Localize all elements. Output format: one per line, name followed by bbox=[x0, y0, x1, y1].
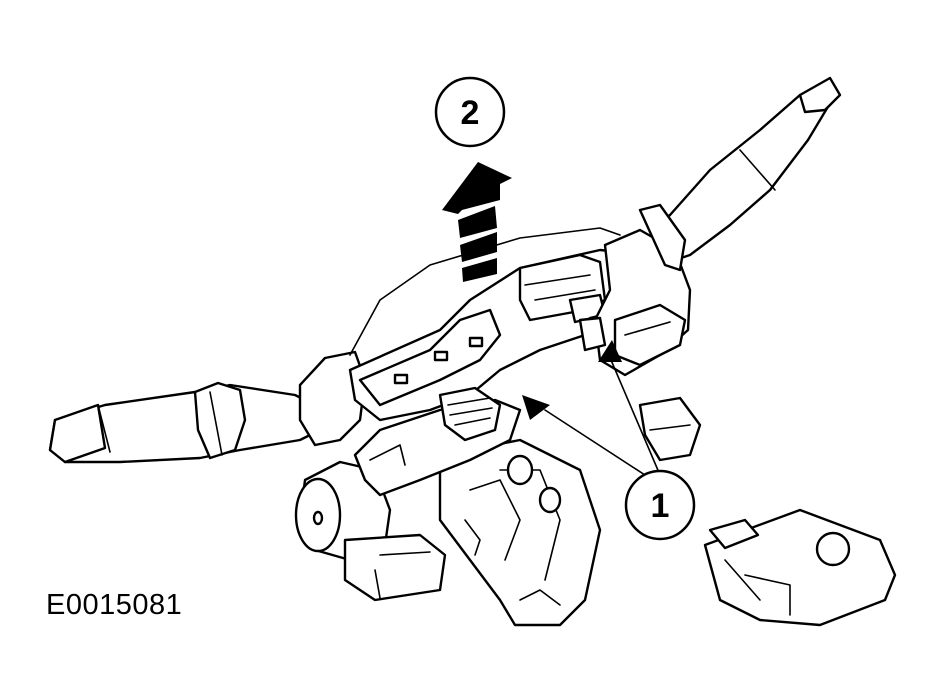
left-stalk-lever bbox=[48, 350, 367, 464]
callout-1-label: 1 bbox=[651, 487, 670, 525]
release-tab-arrows bbox=[522, 340, 661, 476]
leader-line-right bbox=[610, 359, 661, 476]
callout-2-label: 2 bbox=[461, 94, 480, 132]
callout-2-marker: 2 bbox=[434, 76, 506, 148]
figure-reference-code: E0015081 bbox=[46, 589, 183, 621]
ignition-lock bbox=[294, 460, 447, 602]
steering-column bbox=[438, 438, 602, 627]
callout-1-marker: 1 bbox=[624, 469, 696, 541]
removal-direction-arrow bbox=[442, 162, 512, 282]
leader-line-left bbox=[544, 409, 646, 476]
wiring-connector bbox=[638, 396, 897, 627]
lower-housing bbox=[353, 386, 522, 497]
right-stalk-lever bbox=[638, 76, 842, 272]
